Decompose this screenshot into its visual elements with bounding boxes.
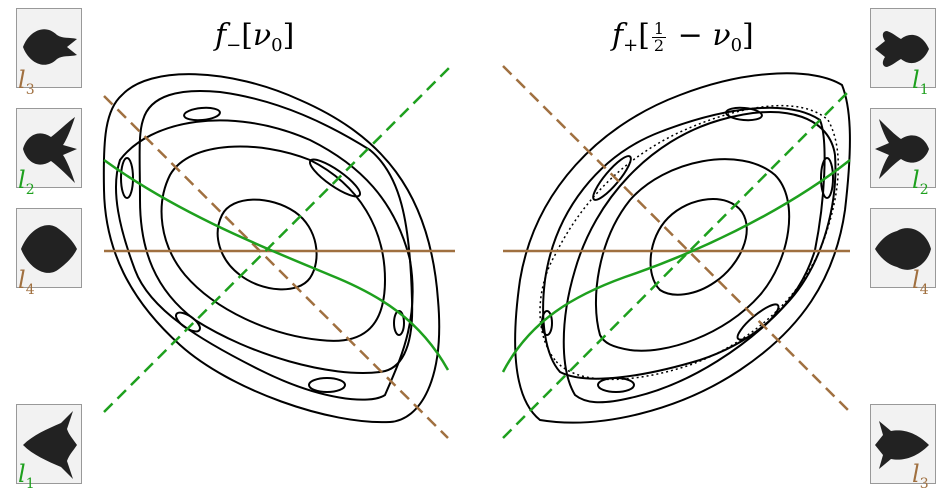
fractal-icon (23, 29, 77, 65)
left-island-right-top (309, 158, 361, 198)
title-sub: + (623, 35, 639, 56)
title-open: [ (241, 18, 253, 53)
thumb-l1-left (16, 404, 82, 484)
fractal-icon (875, 228, 931, 270)
right-green-curve (501, 159, 851, 373)
left-inner-curve (216, 198, 318, 291)
left-title: f−[ν0] (215, 18, 294, 56)
right-island-right (820, 157, 834, 199)
label-l4-right: l4 (912, 266, 929, 298)
label-l1-right: l1 (912, 66, 929, 98)
left-portrait (102, 64, 455, 439)
thumb-l3-left (16, 8, 82, 88)
thumb-l4-left (16, 208, 82, 288)
fractal-icon (875, 119, 929, 179)
left-mid-curve (160, 145, 387, 342)
right-mid-curve (595, 158, 791, 352)
fraction-denominator: 2 (653, 35, 665, 55)
title-open: [ (638, 18, 650, 53)
label-l4-left: l4 (18, 266, 35, 298)
left-island-bottom (308, 377, 346, 393)
right-outer-curve (514, 72, 851, 424)
thumb-l1-right (870, 8, 936, 88)
fractal-icon (23, 117, 77, 183)
thumb-l3-right (870, 404, 936, 484)
left-outer-curve (102, 73, 441, 424)
title-nu: ν (712, 18, 731, 53)
label-l3-left: l3 (18, 66, 35, 98)
left-green-dashed (103, 64, 453, 413)
thumb-l2-right (870, 108, 936, 188)
left-island-left (120, 157, 134, 199)
right-island-bottom (597, 377, 635, 393)
left-separatrix-2 (114, 119, 414, 401)
left-island-right (393, 310, 405, 336)
left-island-top (183, 106, 221, 122)
thumb-l2-left (16, 108, 82, 188)
left-brown-dashed (103, 95, 449, 439)
right-island-top (725, 106, 763, 122)
title-nu: ν (252, 18, 272, 53)
right-inner-curve (649, 198, 748, 296)
right-green-dashed (502, 89, 851, 439)
label-l1-left: l1 (18, 460, 35, 492)
right-separatrix-2 (562, 111, 837, 404)
fractal-icon (23, 411, 77, 479)
right-dotted-curve (539, 104, 840, 381)
left-island-bottom-left (175, 311, 201, 333)
fractal-icon (875, 31, 929, 67)
fractal-icon (875, 421, 929, 469)
title-minus: − (668, 18, 713, 53)
label-l2-right: l2 (912, 166, 929, 198)
title-close: ] (742, 18, 754, 53)
fractal-icon (21, 225, 77, 273)
title-f: f (612, 18, 624, 53)
left-green-curve (103, 158, 450, 371)
label-l2-left: l2 (18, 166, 35, 198)
right-brown-dashed (502, 65, 851, 413)
title-nusub: 0 (271, 35, 283, 56)
thumb-l4-right (870, 208, 936, 288)
title-f: f (215, 18, 227, 53)
right-island-right-bottom (736, 303, 780, 341)
left-separatrix (138, 89, 414, 374)
fraction-numerator: 1 (651, 18, 667, 38)
right-island-left-top (592, 155, 632, 201)
label-l3-right: l3 (912, 460, 929, 492)
right-portrait (501, 65, 851, 439)
title-nusub: 0 (730, 35, 743, 56)
right-separatrix (542, 106, 826, 380)
title-sub: − (226, 35, 242, 56)
title-close: ] (282, 18, 295, 53)
